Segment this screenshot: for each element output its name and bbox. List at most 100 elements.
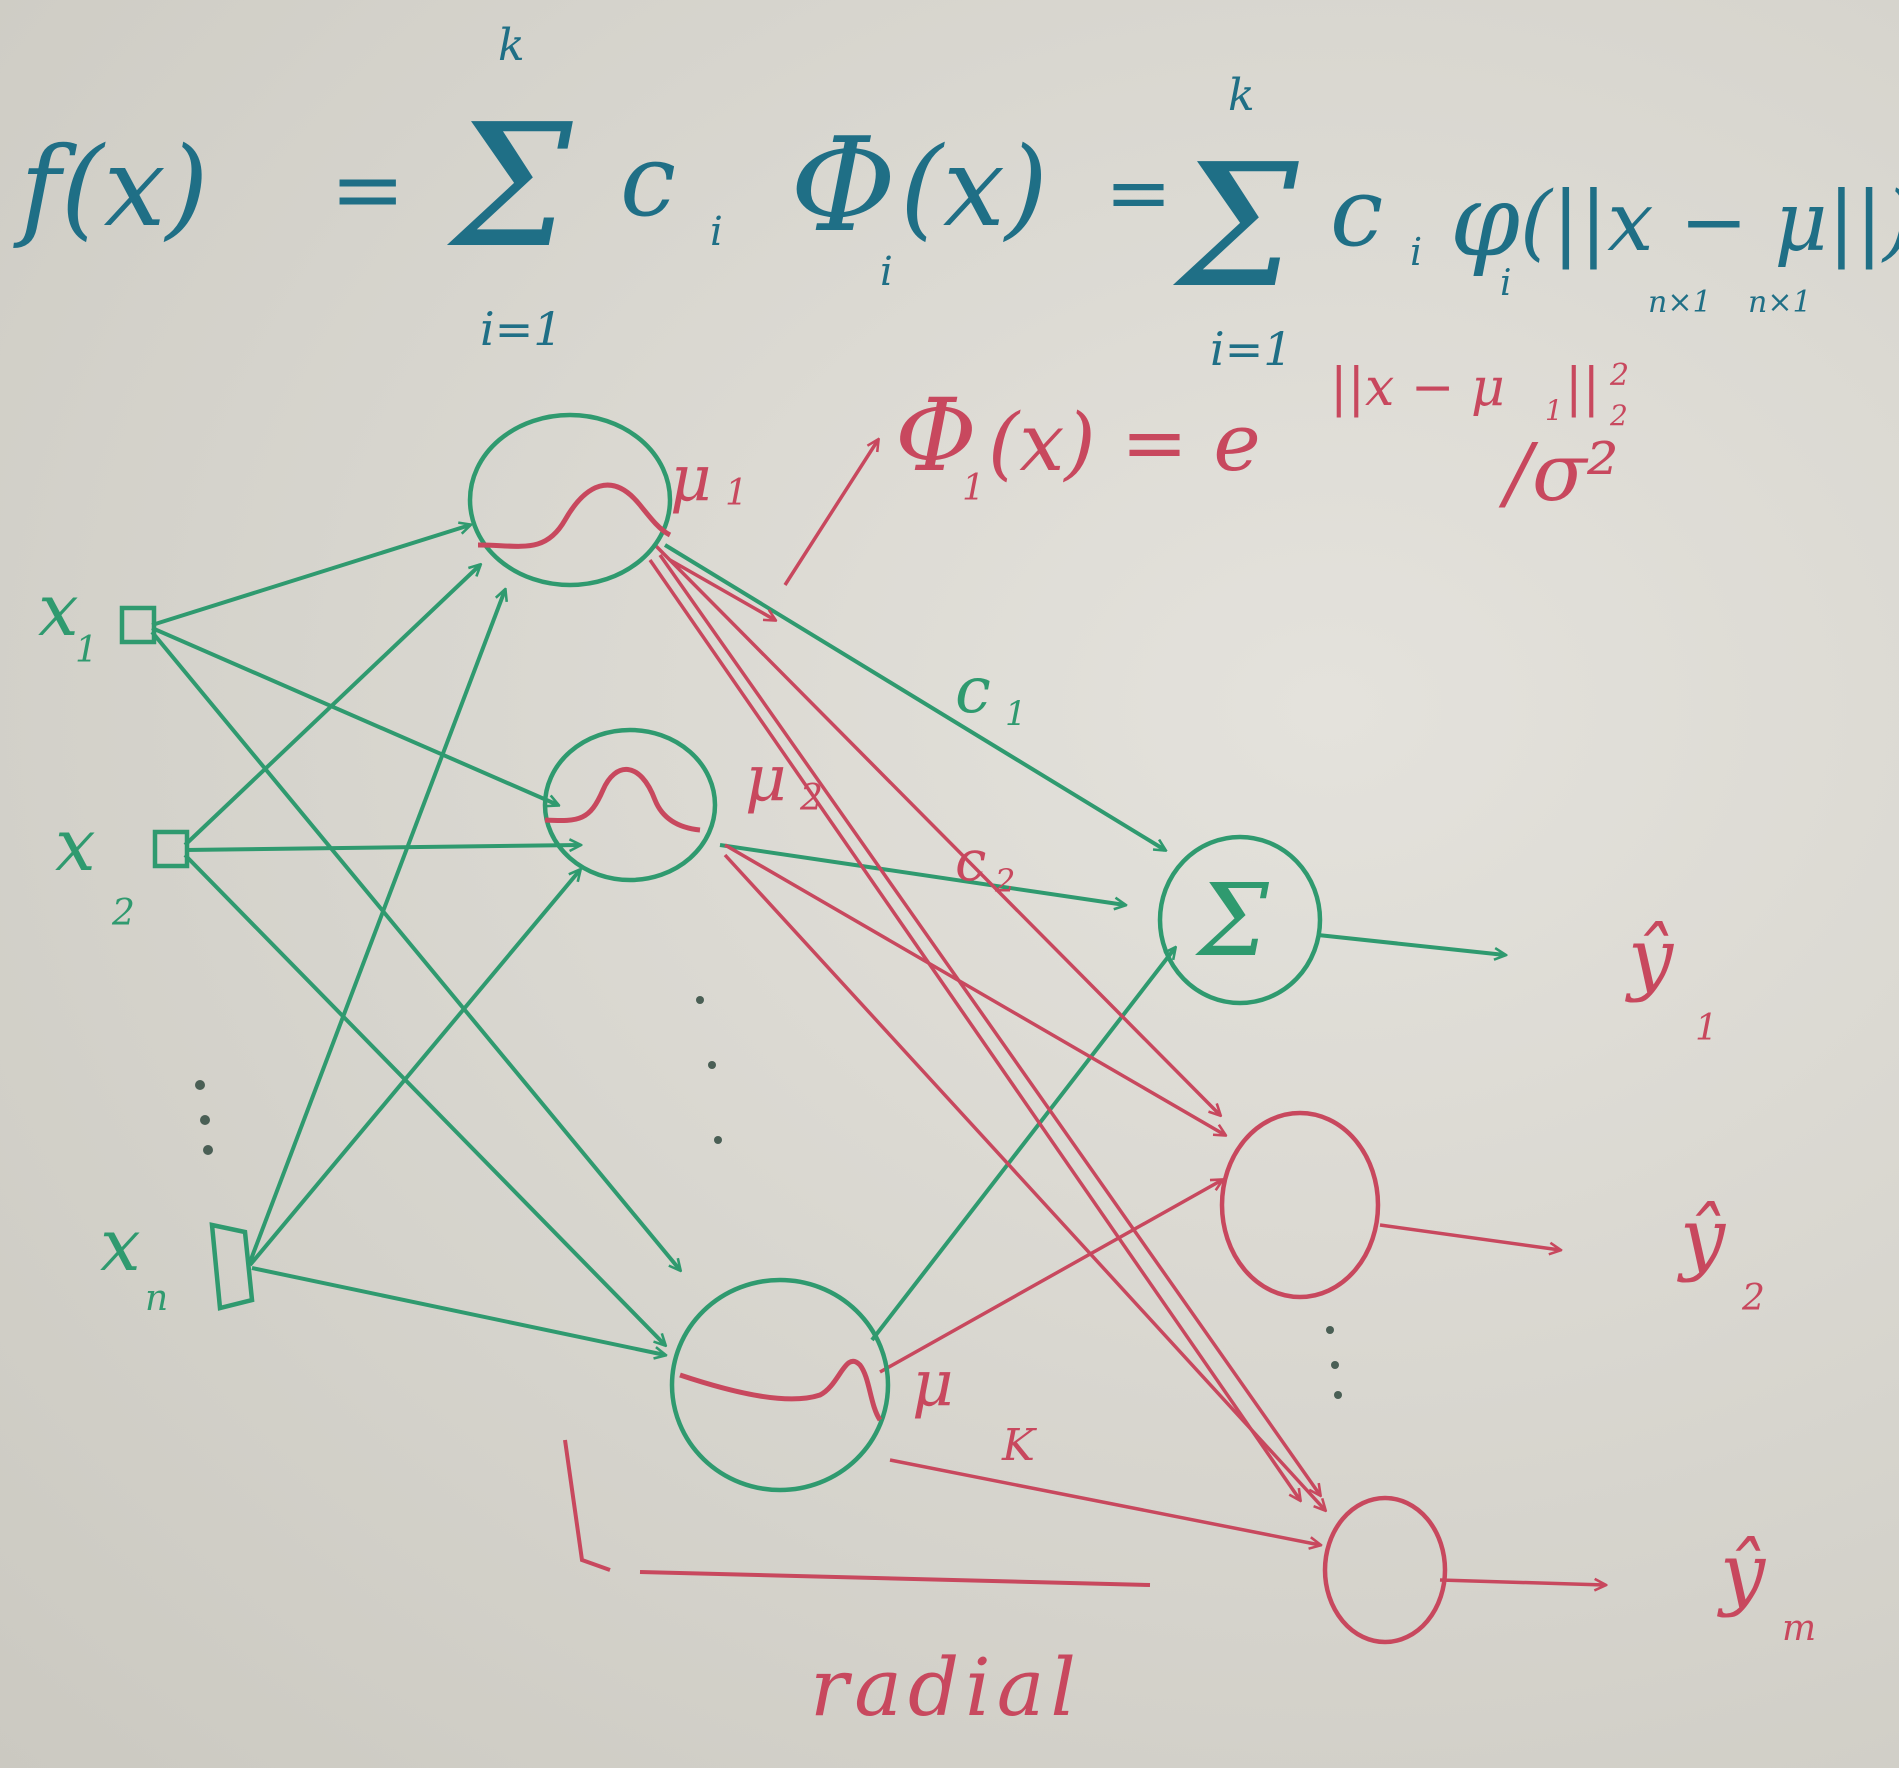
edge-x2-hk (183, 853, 665, 1345)
term3: c (1330, 158, 1383, 268)
sum1-top: k (498, 20, 525, 71)
center-label-k-sub: K (1001, 1420, 1037, 1471)
input-label-n-sub: n (145, 1278, 168, 1319)
input-label-1: x (38, 568, 79, 652)
out-arrow-m (1439, 1580, 1605, 1585)
pointer-arrow (783, 440, 878, 586)
term3-sub: i (1410, 230, 1422, 274)
weight-label-2-sub: 2 (994, 862, 1015, 900)
gaussian-lhs: Φ (895, 377, 977, 494)
diagram-labels: x 1 x 2 x n μ 1 μ 2 μ K c 1 c 2 ŷ 1 ŷ 2 … (38, 442, 1816, 1649)
sum1-sigma-icon: Σ (446, 88, 573, 286)
dim-mu: n×1 (1748, 285, 1812, 320)
formula-eq2: = (1105, 146, 1172, 239)
sum2-top: k (1228, 70, 1255, 121)
center-label-2-sub: 2 (799, 778, 823, 819)
gaussian-exp: ||x − μ (1330, 358, 1505, 418)
gaussian-exp-end: || (1565, 358, 1600, 418)
input-label-1-sub: 1 (75, 630, 98, 671)
edge-x1-h2 (151, 626, 558, 805)
sum-node-label: Σ (1195, 862, 1270, 979)
edge-hk-sum (870, 948, 1175, 1342)
center-label-k: μ (912, 1347, 954, 1421)
edge-x1-hk (150, 630, 680, 1270)
output-label-1: ŷ (1625, 911, 1675, 1004)
gaussian-formula: Φ 1 (x) = e ||x − μ 1 || 2 2 /σ² (783, 358, 1629, 586)
gaussian-lhs-arg: (x) = e (988, 396, 1261, 489)
weight-label-1-sub: 1 (1005, 694, 1027, 734)
edge-x2-h1 (183, 565, 480, 847)
output-label-1-sub: 1 (1695, 1008, 1718, 1049)
weight-label-1: c (955, 654, 991, 728)
dim-x: n×1 (1648, 285, 1712, 320)
input-label-n: x (100, 1203, 141, 1287)
sum1-bottom: i=1 (480, 302, 563, 356)
bracket-line (563, 1439, 611, 1572)
sum-node (1157, 834, 1323, 1006)
layer-label: radial (810, 1641, 1082, 1734)
edge-h1-ym (658, 553, 1320, 1495)
bracket-underline (639, 1570, 1151, 1587)
radial-bracket: radial (563, 1439, 1151, 1734)
hidden-node-1 (467, 412, 673, 588)
out-arrow-2 (1379, 1223, 1560, 1250)
input-box-2 (152, 829, 190, 869)
output-label-2-sub: 2 (1741, 1278, 1765, 1319)
term4: φ (1450, 162, 1520, 279)
edge-xn-h1 (248, 590, 505, 1263)
input-box-n (209, 1222, 255, 1311)
edge-h1-tick (669, 558, 775, 620)
input-label-2-sub: 2 (111, 893, 135, 934)
input-label-2: x (55, 803, 96, 887)
output-node-m (1322, 1495, 1448, 1645)
term2-arg: (x) (900, 123, 1048, 251)
rbf-formula: f(x) = k Σ i=1 c i Φ i (x) = k Σ i=1 c i… (13, 20, 1899, 376)
term4-sub: i (1500, 263, 1512, 304)
edge-h1-ym-2 (648, 559, 1300, 1500)
center-label-2: μ (745, 742, 787, 816)
weight-label-2: c (955, 829, 986, 894)
edge-h2-ym (723, 853, 1325, 1510)
output-label-m-sub: m (1782, 1608, 1816, 1649)
edge-x1-h1 (151, 525, 470, 627)
edge-h2-sum (719, 843, 1125, 905)
gaussian-lhs-sub: 1 (962, 468, 985, 509)
input-box-1 (119, 605, 157, 645)
output-node-2 (1219, 1110, 1381, 1300)
gaussian-bump-k-icon (679, 1359, 883, 1422)
hidden-layer (467, 412, 891, 1493)
gaussian-bump-2-icon (544, 767, 701, 833)
hidden-output-edges (648, 543, 1325, 1545)
edge-h1-sum (663, 543, 1165, 850)
output-layer: Σ (1157, 834, 1448, 1645)
out-arrow-1 (1317, 933, 1505, 955)
edge-hk-ym (889, 1458, 1320, 1545)
gaussian-norm-sub: 2 (1609, 399, 1628, 432)
input-dots (195, 1080, 213, 1155)
center-label-1: μ (670, 442, 712, 516)
output-label-m: ŷ (1717, 1526, 1767, 1619)
formula-eq1: = (330, 137, 405, 242)
term1-sub: i (710, 209, 723, 255)
term2: Φ (790, 109, 897, 261)
term1: c (620, 122, 676, 239)
sum2-bottom: i=1 (1210, 322, 1293, 376)
center-label-1-sub: 1 (725, 473, 748, 514)
hidden-dots (696, 996, 722, 1144)
gaussian-norm-sup: 2 (1609, 358, 1629, 393)
output-arrows (1317, 933, 1605, 1585)
hidden-node-2 (542, 727, 718, 883)
gaussian-bump-1-icon (477, 482, 672, 549)
edge-x2-h2 (184, 845, 580, 850)
sum2-sigma-icon: Σ (1172, 128, 1299, 326)
edge-h2-y2 (724, 843, 1225, 1135)
gaussian-denom: /σ² (1498, 426, 1619, 519)
formula-lhs: f(x) (13, 123, 209, 251)
hidden-node-k (669, 1277, 891, 1493)
edge-xn-h2 (248, 870, 580, 1267)
output-label-2: ŷ (1677, 1191, 1727, 1284)
term2-sub: i (880, 249, 893, 295)
output-dots (1326, 1326, 1342, 1399)
edge-xn-hk (251, 1266, 665, 1355)
